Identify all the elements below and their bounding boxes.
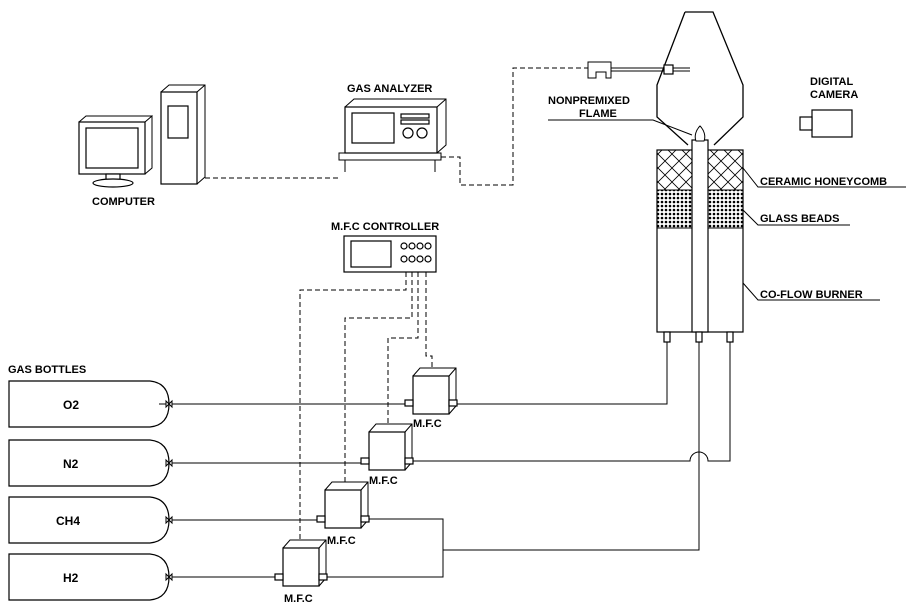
gas-bottle-ch4-label: CH4 [56, 514, 80, 528]
mfc-h2: M.F.C [274, 539, 328, 605]
mfc-n2: M.F.C [360, 423, 414, 487]
nonpremixed-flame-label-line2: FLAME [579, 108, 617, 120]
glass-beads-label: GLASS BEADS [760, 213, 839, 225]
mfc-controller-label: M.F.C CONTROLLER [331, 221, 439, 233]
mfc-controller: M.F.C CONTROLLER [331, 221, 439, 273]
co-flow-burner-assembly [587, 11, 744, 343]
valve-icon [165, 515, 173, 525]
computer-monitor [78, 114, 153, 188]
valve-icon [165, 399, 173, 409]
mfc-ch4: M.F.C [316, 481, 370, 547]
gas-bottle-o2-label: O2 [63, 398, 79, 412]
gas-bottle-h2-label: H2 [63, 571, 79, 585]
flame-leader-line [548, 119, 693, 136]
gas-bottle-ch4: CH4 [8, 496, 173, 544]
computer: COMPUTER [78, 84, 206, 208]
gas-analyzer-label: GAS ANALYZER [347, 83, 432, 95]
digital-camera: DIGITAL CAMERA [799, 76, 858, 138]
mfc-o2-label: M.F.C [413, 418, 442, 430]
gas-bottle-n2-label: N2 [63, 457, 79, 471]
mfc-o2: M.F.C [404, 367, 458, 430]
valve-icon [165, 572, 173, 582]
computer-tower [160, 84, 206, 185]
ceramic-honeycomb-label: CERAMIC HONEYCOMB [760, 176, 887, 188]
gas-analyzer: GAS ANALYZER [338, 83, 447, 172]
flame-icon [694, 125, 706, 142]
nonpremixed-flame-label-line1: NONPREMIXED [548, 95, 630, 107]
gas-piping [172, 342, 731, 578]
gas-bottle-n2: N2 [8, 439, 173, 487]
sampling-probe [611, 67, 690, 72]
honeycomb-leader-line [742, 167, 906, 188]
mfc-ch4-label: M.F.C [327, 535, 356, 547]
gas-bottle-o2: O2 [8, 380, 173, 428]
co-flow-burner-label: CO-FLOW BURNER [760, 289, 863, 301]
gas-bottle-h2: H2 [8, 553, 173, 601]
digital-camera-label-line1: DIGITAL [810, 76, 853, 88]
glass-beads-leader-line [742, 209, 850, 226]
mfc-h2-label: M.F.C [284, 593, 313, 605]
gas-bottles-label: GAS BOTTLES [8, 364, 86, 376]
computer-label: COMPUTER [92, 196, 155, 208]
mfc-n2-label: M.F.C [369, 475, 398, 487]
exhaust-chimney [656, 11, 744, 146]
co-flow-burner-leader-line [742, 282, 880, 301]
valve-icon [165, 458, 173, 468]
signal-lines [205, 67, 588, 542]
digital-camera-label-line2: CAMERA [810, 89, 858, 101]
